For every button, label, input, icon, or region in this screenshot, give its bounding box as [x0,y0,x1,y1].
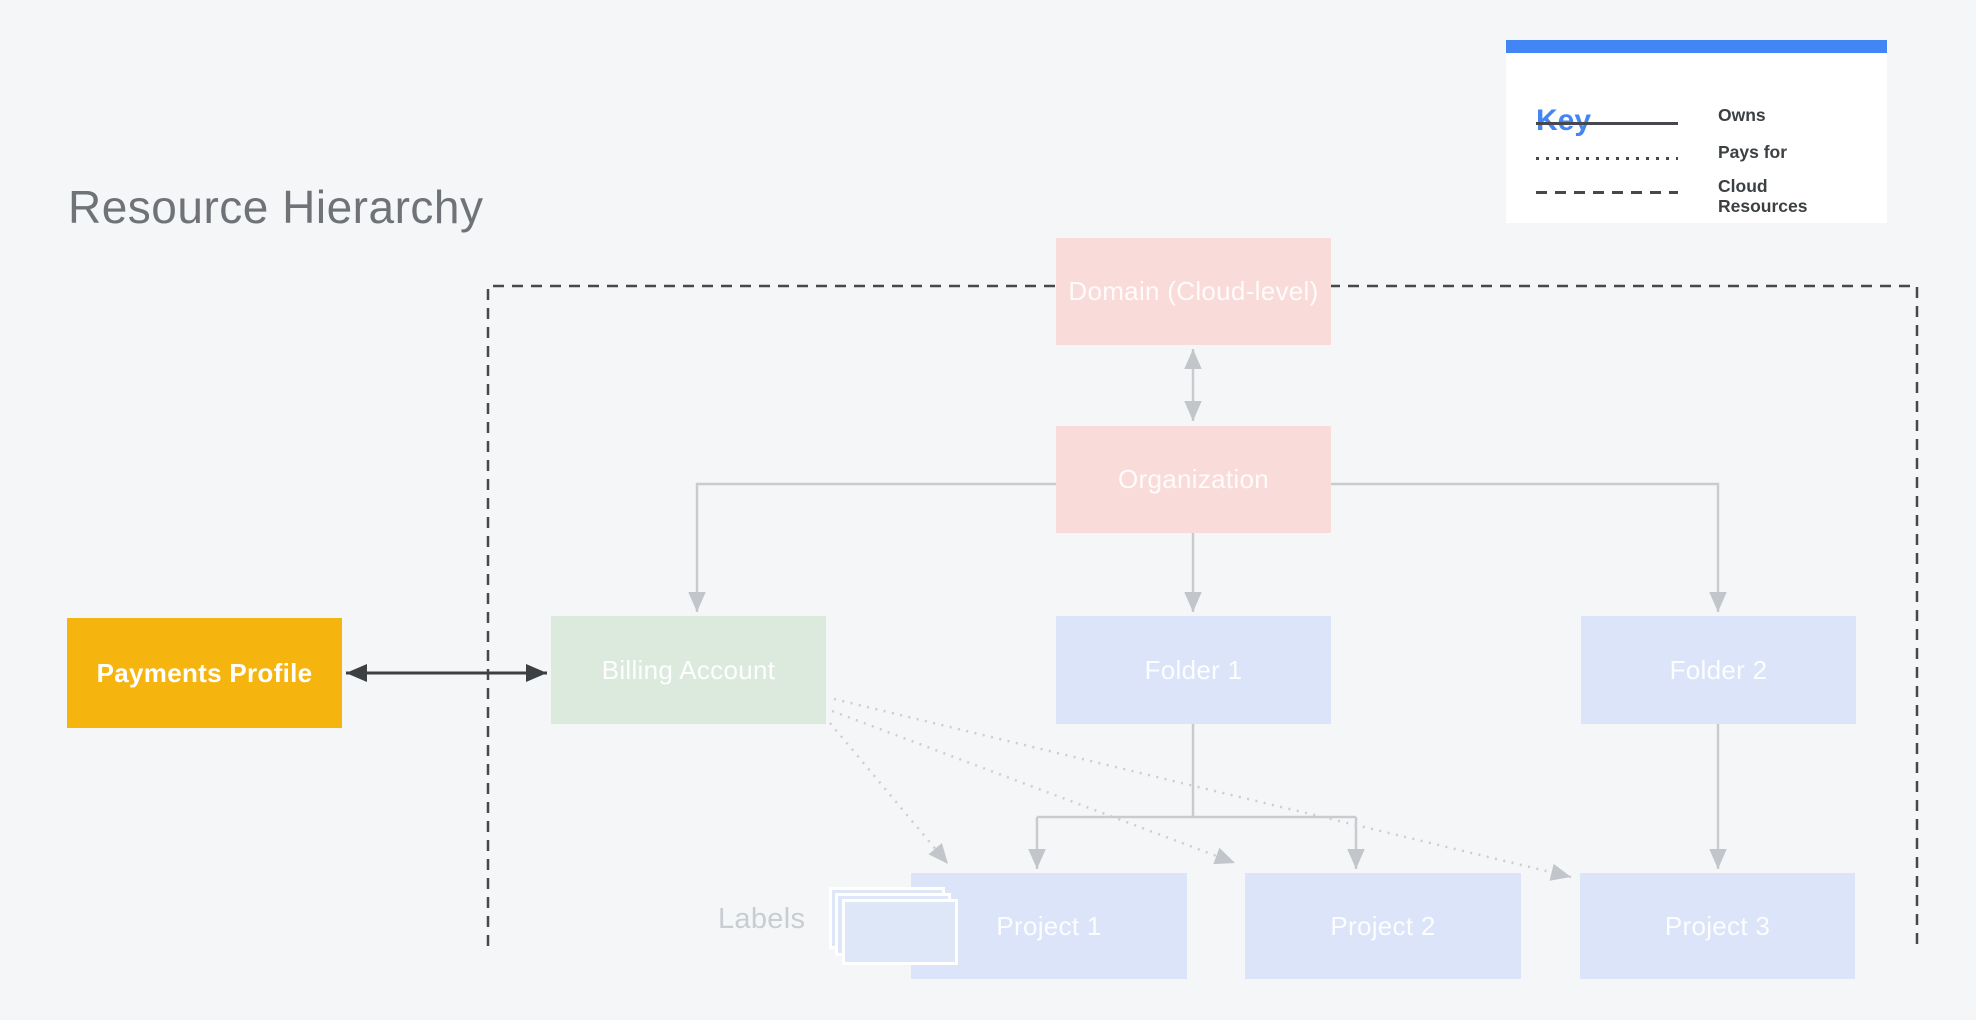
pays-for-arrow-billing-project3 [833,697,1572,881]
node-project-2: Project 2 [1245,873,1521,979]
node-folder-1-label: Folder 1 [1144,654,1243,685]
pays-for-line-sample [1536,157,1678,160]
cloud-resources-line-sample [1536,191,1678,194]
node-folder-2-label: Folder 2 [1669,654,1768,685]
node-domain: Domain (Cloud-level) [1056,238,1331,345]
legend-label-pays-for: Pays for [1718,142,1788,162]
node-billing-account: Billing Account [551,616,826,724]
node-billing-account-label: Billing Account [601,654,776,685]
node-project-3-label: Project 3 [1664,910,1771,941]
node-payments-profile-label: Payments Profile [96,657,313,688]
node-payments-profile: Payments Profile [67,618,342,728]
owns-elbow-folder1 [1037,724,1356,819]
labels-caption: Labels [718,903,806,935]
node-organization: Organization [1056,426,1331,533]
legend-card: Key Owns Pays for Cloud Resources [1506,40,1887,223]
owns-line-sample [1536,122,1678,125]
legend-title: Key [1536,104,1592,137]
node-organization-label: Organization [1117,464,1270,494]
owns-arrow-organization-billing [688,482,1056,612]
node-domain-label: Domain (Cloud-level) [1068,276,1319,306]
legend-label-cloud-resources: Cloud Resources [1718,176,1808,216]
legend-label-owns: Owns [1718,105,1766,125]
stacked-cards-icon [842,899,958,965]
node-project-1-label: Project 1 [996,910,1102,941]
page-title: Resource Hierarchy [68,181,484,233]
node-folder-2: Folder 2 [1581,616,1856,724]
legend-accent-bar [1506,40,1887,53]
node-project-2-label: Project 2 [1330,910,1436,941]
node-project-3: Project 3 [1580,873,1855,979]
owns-arrow-organization-folder2 [1330,482,1727,612]
node-folder-1: Folder 1 [1056,616,1331,724]
pays-for-arrow-billing-project1 [829,722,949,865]
pays-for-arrow-billing-project2 [831,709,1236,865]
